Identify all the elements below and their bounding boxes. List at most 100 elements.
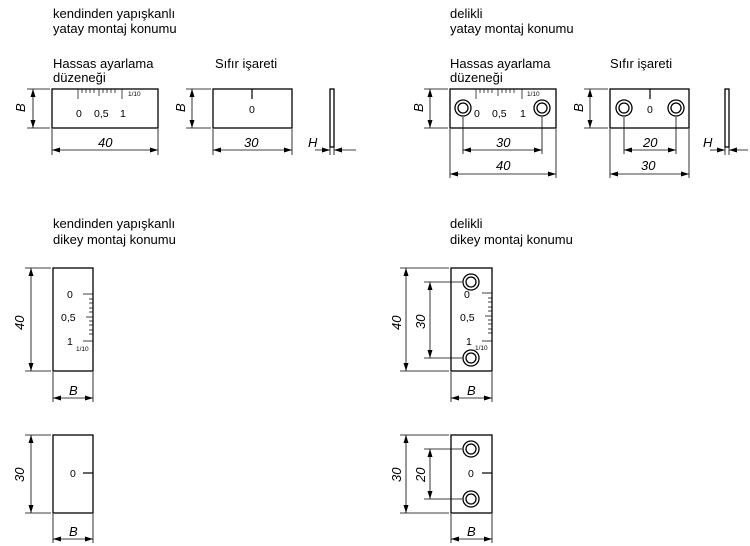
dim-30-label: 30	[641, 158, 656, 173]
dim-arrow	[403, 435, 409, 443]
heading-holes-horizontal-line1: delikli	[450, 6, 483, 21]
dim-b-label: B	[467, 383, 476, 398]
dim-arrow	[150, 147, 158, 153]
scale-ticks	[83, 293, 93, 342]
scale-label-one: 1	[67, 336, 73, 348]
dim-arrow	[322, 147, 330, 153]
dim-arrow	[484, 536, 492, 542]
dim-arrow	[189, 89, 195, 97]
dim-arrow	[53, 395, 61, 401]
dim-arrow	[587, 120, 593, 128]
dim-arrow	[427, 350, 433, 358]
dim-arrow	[427, 120, 433, 128]
dim-40-label: 40	[389, 315, 404, 330]
dim-30-lines	[609, 129, 690, 178]
dim-arrow	[85, 536, 93, 542]
heading-adhesive-vertical-line2: dikey montaj konumu	[53, 232, 176, 247]
scale-label-division: 1/10	[475, 345, 488, 352]
scale-ticks	[482, 292, 492, 342]
scale-strip-body	[52, 267, 94, 372]
scale-label-zero: 0	[67, 289, 73, 301]
zero-mark-label: 0	[647, 104, 653, 116]
dim-arrow	[717, 147, 725, 153]
dim-arrow	[729, 147, 737, 153]
dim-30-label: 30	[496, 135, 511, 150]
dim-arrow	[213, 147, 221, 153]
dim-arrow	[30, 120, 36, 128]
dim-arrow	[334, 147, 342, 153]
dim-arrow	[548, 171, 556, 177]
mounting-hole-inner	[618, 102, 630, 114]
dim-20-lines	[623, 117, 677, 154]
dim-arrow	[427, 282, 433, 290]
dim-arrow	[451, 536, 459, 542]
dim-arrow	[681, 171, 689, 177]
scale-label-half: 0,5	[61, 312, 76, 324]
panel-adhesive-vertical-zero: 0 30 B	[12, 434, 94, 543]
dim-20-label: 20	[642, 135, 658, 150]
dim-30-lines	[462, 117, 543, 154]
dim-30-label: 30	[12, 467, 27, 482]
label-zero-mark: Sıfır işareti	[215, 56, 277, 71]
dim-40-lines	[400, 267, 449, 372]
dim-arrow	[624, 147, 632, 153]
dim-b-label: B	[173, 103, 188, 112]
dim-arrow	[28, 435, 34, 443]
scale-label-zero: 0	[464, 289, 470, 301]
label-fine-adjust-line2: düzeneği	[53, 70, 106, 85]
mounting-hole-inner	[465, 493, 477, 505]
zero-mark-label: 0	[249, 104, 255, 116]
scale-label-half: 0,5	[94, 108, 109, 120]
heading-adhesive-horizontal-line2: yatay montaj konumu	[53, 21, 177, 36]
heading-holes-vertical-line2: dikey montaj konumu	[450, 232, 573, 247]
dim-arrow	[463, 147, 471, 153]
scale-label-one: 1	[120, 108, 126, 120]
panel-adhesive-horizontal-zero: 0 B 30 H	[173, 88, 356, 155]
dim-20-lines	[424, 448, 462, 500]
dim-arrow	[52, 147, 60, 153]
dim-b-lines	[186, 88, 211, 129]
dim-b-label: B	[13, 103, 28, 112]
scale-label-one: 1	[466, 336, 472, 348]
zero-strip-body	[52, 434, 94, 514]
scale-ticks	[77, 89, 123, 99]
dim-b-lines	[584, 88, 608, 129]
dim-h-lines	[710, 147, 748, 155]
dim-arrow	[610, 171, 618, 177]
mounting-hole-inner	[457, 102, 469, 114]
heading-holes-horizontal-line2: yatay montaj konumu	[450, 21, 574, 36]
scale-label-zero: 0	[76, 108, 82, 120]
dim-b-label: B	[571, 103, 586, 112]
dim-arrow	[28, 363, 34, 371]
dim-arrow	[534, 147, 542, 153]
side-view-strip	[329, 88, 335, 148]
dim-b-label: B	[467, 524, 476, 539]
dim-arrow	[484, 395, 492, 401]
dim-arrow	[668, 147, 676, 153]
heading-adhesive-horizontal-line1: kendinden yapışkanlı	[53, 6, 175, 21]
dim-arrow	[403, 268, 409, 276]
scale-label-division: 1/10	[527, 91, 540, 98]
dim-30-lines	[400, 434, 449, 514]
dim-arrow	[28, 268, 34, 276]
dim-30-lines	[212, 129, 293, 155]
panel-adhesive-horizontal-scale: 0 0,5 1 1/10 B 40	[13, 88, 159, 155]
panel-holes-horizontal-zero: 0 B 20 30 H	[571, 88, 748, 178]
scale-label-division: 1/10	[76, 346, 89, 353]
dim-arrow	[427, 449, 433, 457]
dim-b-label: B	[411, 103, 426, 112]
dim-40-label: 40	[98, 135, 113, 150]
dim-arrow	[427, 89, 433, 97]
dim-arrow	[53, 536, 61, 542]
side-view-strip	[724, 88, 730, 148]
dim-arrow	[85, 395, 93, 401]
mounting-hole-inner	[465, 276, 477, 288]
dim-arrow	[450, 171, 458, 177]
dim-b-label: B	[69, 383, 78, 398]
label-fine-adjust-line1: Hassas ayarlama	[53, 56, 154, 71]
dim-40-lines	[449, 129, 557, 178]
label-fine-adjust-line2-holes: düzeneği	[450, 70, 503, 85]
dim-40-lines	[51, 129, 159, 155]
panel-holes-vertical-zero: 0 30 20 B	[389, 434, 493, 543]
